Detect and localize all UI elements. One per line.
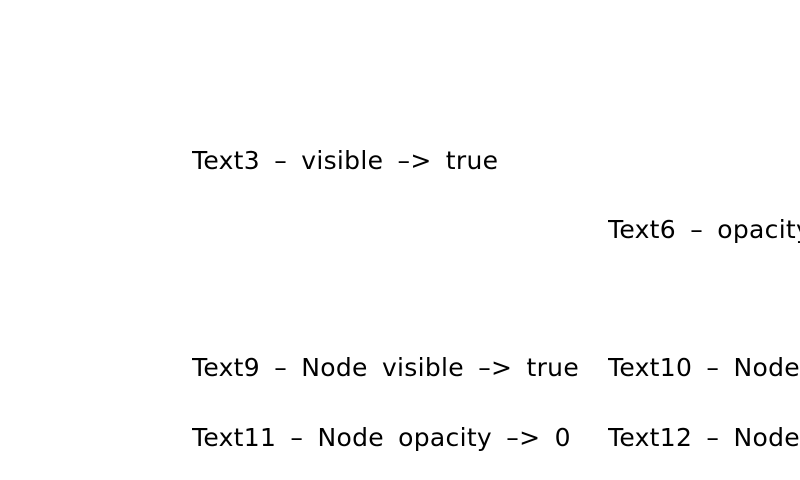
text10-label: Text10 – Node bbox=[608, 353, 800, 382]
text12-label: Text12 – Node bbox=[608, 423, 800, 452]
text6-label: Text6 – opacity bbox=[608, 215, 800, 244]
text11-label: Text11 – Node opacity –> 0 bbox=[192, 423, 571, 452]
text9-label: Text9 – Node visible –> true bbox=[192, 353, 580, 382]
text3-label: Text3 – visible –> true bbox=[192, 146, 499, 175]
